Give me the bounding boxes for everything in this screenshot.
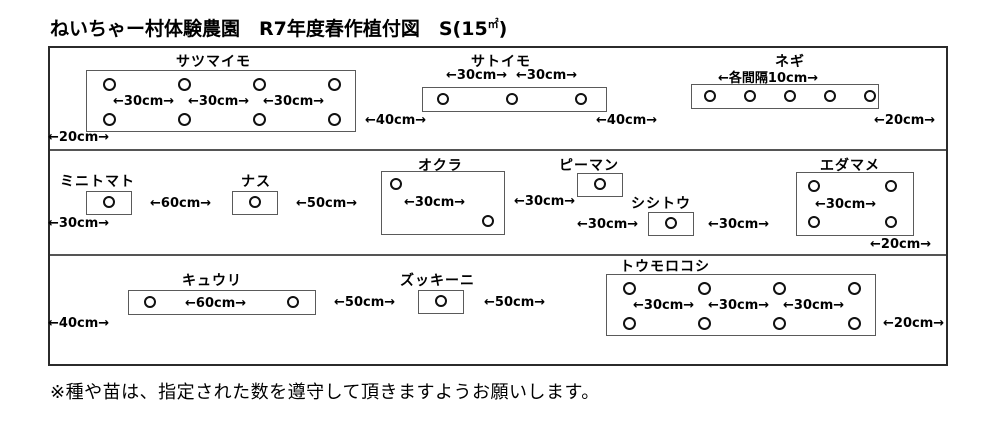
crop-label-kyuuri: キュウリ	[182, 273, 242, 289]
dimension-30cm: ←30cm→	[783, 298, 845, 313]
page-title-tail: )	[498, 18, 508, 40]
crop-label-satsumaimo: サツマイモ	[176, 54, 251, 70]
page-title-text: ねいちゃー村体験農園 R7年度春作植付図 S(15	[50, 18, 488, 40]
plant-dot	[437, 93, 449, 105]
plant-dot	[773, 317, 786, 330]
plot-kyuuri: ←60cm→	[128, 290, 316, 315]
plot-okura: ←30cm→	[381, 171, 505, 235]
row-divider-2	[50, 254, 946, 256]
plant-dot	[249, 196, 261, 208]
plot-satoimo	[422, 87, 607, 112]
crop-label-piman: ピーマン	[559, 158, 619, 174]
plant-dot	[390, 178, 402, 190]
footer-note: ※種や苗は、指定された数を遵守して頂きますようお願いします。	[50, 382, 600, 403]
plant-dot	[482, 215, 494, 227]
dimension-50cm-nasu-right: ←50cm→	[296, 196, 358, 211]
plant-dot	[864, 90, 876, 102]
dimension-30cm-okura-inner: ←30cm→	[404, 195, 466, 210]
crop-label-shishitou: シシトウ	[631, 196, 691, 212]
row-divider-1	[50, 149, 946, 151]
crop-label-edamame: エダマメ	[820, 158, 880, 174]
plot-zucchini	[418, 290, 464, 314]
plant-dot	[808, 216, 820, 228]
plant-dot	[824, 90, 836, 102]
dimension-30cm: ←30cm→	[188, 94, 250, 109]
dimension-50cm-kyuuri-right: ←50cm→	[334, 295, 396, 310]
plot-nasu	[232, 191, 278, 215]
plant-dot	[704, 90, 716, 102]
dimension-negi-spacing: ←各間隔10cm→	[718, 71, 819, 86]
plant-dot	[784, 90, 796, 102]
dimension-60cm-kyuuri-inner: ←60cm→	[185, 296, 247, 311]
dimension-40cm-kyuuri-below: ←40cm→	[48, 316, 110, 331]
plant-dot	[623, 282, 636, 295]
plant-dot	[808, 180, 820, 192]
plot-toumorokoshi: ←30cm→ ←30cm→ ←30cm→	[606, 274, 876, 336]
plant-dot	[744, 90, 756, 102]
crop-label-negi: ネギ	[775, 54, 805, 70]
dimension-30cm-edamame-inner: ←30cm→	[815, 197, 877, 212]
plant-dot	[103, 196, 115, 208]
dimension-20cm-edamame-below: ←20cm→	[870, 237, 932, 252]
dimension-30cm: ←30cm→	[263, 94, 325, 109]
plant-dot	[698, 317, 711, 330]
crop-label-nasu: ナス	[241, 174, 271, 190]
plant-dot	[773, 282, 786, 295]
plant-dot	[253, 78, 266, 91]
plant-dot	[848, 317, 861, 330]
plant-dot	[144, 296, 156, 308]
plant-dot	[435, 295, 447, 307]
plant-dot	[698, 282, 711, 295]
plot-edamame: ←30cm→	[796, 172, 914, 236]
crop-label-minitomato: ミニトマト	[60, 174, 135, 190]
plant-dot	[103, 78, 116, 91]
crop-label-okura: オクラ	[418, 158, 463, 174]
field-frame: サツマイモ ←30cm→ ←30cm→ ←30cm→ ←40cm→ ←20cm→…	[48, 46, 948, 366]
dimension-60cm-minitomato-right: ←60cm→	[150, 196, 212, 211]
plant-dot	[594, 178, 606, 190]
plant-dot	[328, 78, 341, 91]
dimension-30cm-satoimo-2: ←30cm→	[516, 68, 578, 83]
page-title-unit: ㎡	[487, 17, 499, 31]
crop-label-toumorokoshi: トウモロコシ	[620, 259, 710, 275]
dimension-20cm-toumorokoshi-right: ←20cm→	[883, 316, 945, 331]
dimension-20cm-negi-below: ←20cm→	[874, 113, 936, 128]
plant-dot	[178, 113, 191, 126]
plant-dot	[575, 93, 587, 105]
plant-dot	[328, 113, 341, 126]
crop-label-satoimo: サトイモ	[471, 54, 531, 70]
dimension-30cm-shishitou-right: ←30cm→	[708, 217, 770, 232]
dimension-20cm-satsumaimo-below: ←20cm→	[48, 130, 110, 145]
page-title: ねいちゃー村体験農園 R7年度春作植付図 S(15㎡)	[50, 14, 507, 41]
plant-dot	[253, 113, 266, 126]
dimension-30cm: ←30cm→	[708, 298, 770, 313]
dimension-30cm-okura-right: ←30cm→	[514, 194, 576, 209]
plant-dot	[103, 113, 116, 126]
plant-dot	[178, 78, 191, 91]
dimension-30cm-shishitou-left: ←30cm→	[577, 217, 639, 232]
plant-dot	[885, 180, 897, 192]
plot-piman	[577, 173, 623, 197]
plant-dot	[665, 217, 677, 229]
dimension-30cm: ←30cm→	[113, 94, 175, 109]
plant-dot	[623, 317, 636, 330]
plant-dot	[506, 93, 518, 105]
plant-dot	[885, 216, 897, 228]
plot-negi	[691, 84, 879, 109]
dimension-40cm-satoimo-below: ←40cm→	[596, 113, 658, 128]
dimension-30cm-satoimo-1: ←30cm→	[446, 68, 508, 83]
plot-minitomato	[86, 191, 132, 215]
dimension-40cm-satsumaimo-right: ←40cm→	[365, 113, 427, 128]
dimension-30cm-minitomato-below: ←30cm→	[48, 216, 110, 231]
plot-shishitou	[648, 212, 694, 236]
dimension-30cm: ←30cm→	[633, 298, 695, 313]
plot-satsumaimo: ←30cm→ ←30cm→ ←30cm→	[86, 70, 356, 132]
dimension-50cm-zucchini-right: ←50cm→	[484, 295, 546, 310]
plant-dot	[848, 282, 861, 295]
crop-label-zucchini: ズッキーニ	[400, 273, 475, 289]
plant-dot	[287, 296, 299, 308]
